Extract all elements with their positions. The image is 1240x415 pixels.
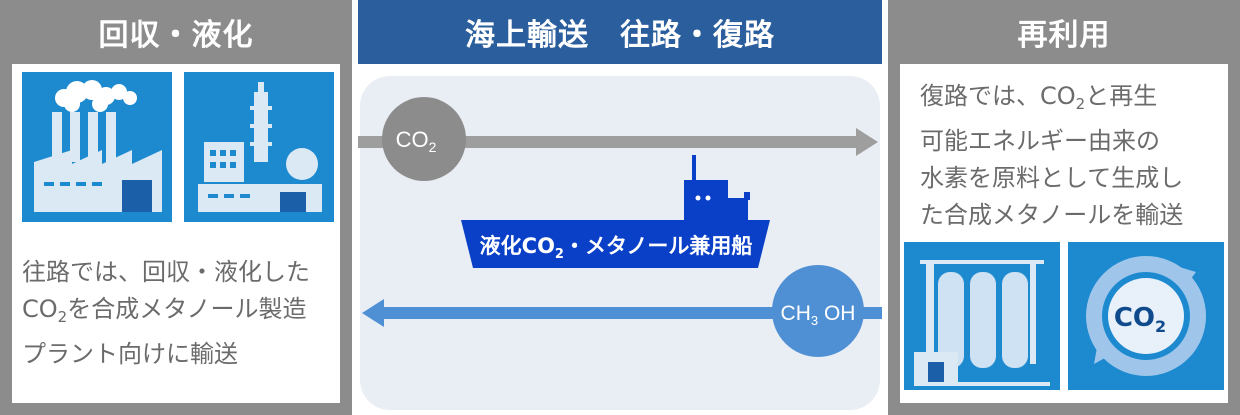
left-description: 往路では、回収・液化した CO2を合成メタノール製造 プラント向けに輸送 [22, 254, 342, 373]
left-desc-line3: プラント向けに輸送 [22, 340, 238, 368]
right-description: 復路では、CO2と再生 可能エネルギー由来の 水素を原料として生成し た合成メタ… [920, 78, 1230, 234]
co2-circle [382, 97, 466, 181]
left-desc-line2: CO2を合成メタノール製造 [22, 291, 342, 336]
right-desc-line1-post: と再生 [1085, 82, 1158, 110]
co2-circle-label: CO2 [396, 127, 437, 155]
left-desc-line2-rest: を合成メタノール製造 [67, 295, 307, 323]
chemical-plant-icon [184, 72, 334, 222]
outbound-arrow [358, 128, 878, 156]
left-panel-title: 回収・液化 [0, 0, 352, 64]
right-panel: 再利用 復路では、CO2と再生 可能エネルギー由来の 水素を原料として生成し た… [888, 0, 1240, 415]
ch3oh-circle [772, 265, 864, 357]
left-desc-co2: CO [22, 295, 58, 323]
center-panel-title: 海上輸送 往路・復路 [358, 0, 882, 64]
right-desc-line4: た合成メタノールを輸送 [920, 201, 1184, 229]
ship-icon [461, 155, 770, 268]
right-desc-line2: 可能エネルギー由来の [920, 127, 1160, 155]
right-desc-line1-pre: 復路では、CO [920, 82, 1076, 110]
left-desc-line1: 往路では、回収・液化した [22, 258, 310, 286]
left-panel-frame: 往路では、回収・液化した CO2を合成メタノール製造 プラント向けに輸送 [0, 64, 352, 415]
right-panel-title: 再利用 [888, 0, 1240, 64]
ship-label: 液化CO2・メタノール兼用船 [480, 234, 753, 262]
factory-icon [22, 72, 172, 222]
right-panel-frame: 復路では、CO2と再生 可能エネルギー由来の 水素を原料として生成し た合成メタ… [888, 64, 1240, 415]
co2-icon-label: CO2 [1114, 303, 1166, 336]
center-panel: 海上輸送 往路・復路 CO2 CH3 OH 液化CO2・メタノール兼用船 [358, 0, 882, 415]
left-desc-co2-sub: 2 [57, 308, 68, 326]
return-arrow [362, 299, 882, 327]
left-panel: 回収・液化 [0, 0, 352, 415]
right-desc-line3: 水素を原料として生成し [920, 164, 1184, 192]
ch3oh-circle-label: CH3 OH [781, 302, 856, 328]
center-diagram: CO2 CH3 OH 液化CO2・メタノール兼用船 [358, 97, 882, 357]
co2-recycle-icon: CO2 [1068, 242, 1224, 390]
right-desc-co2-sub: 2 [1075, 95, 1086, 113]
right-desc-line1: 復路では、CO2と再生 [920, 78, 1230, 123]
methanol-plant-icon [904, 242, 1060, 390]
